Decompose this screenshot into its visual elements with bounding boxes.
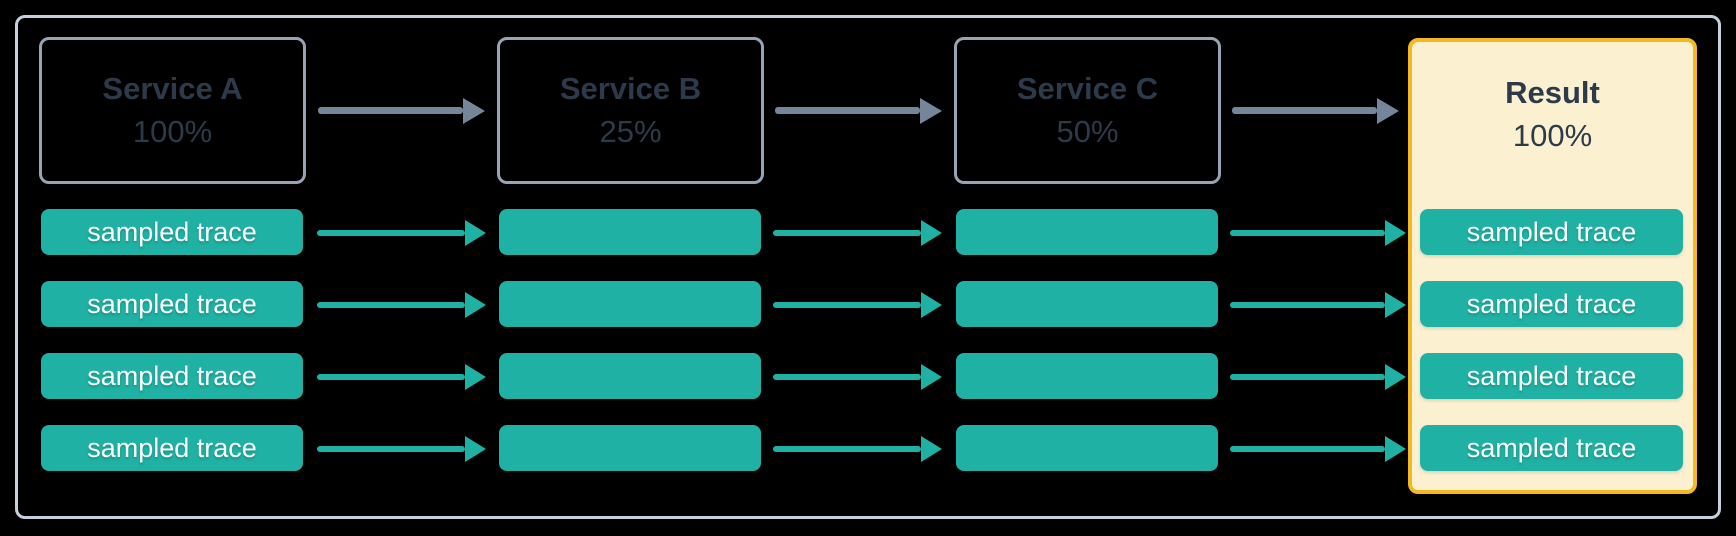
arrow-right-icon	[1230, 363, 1406, 390]
unlabeled-trace-pill	[956, 209, 1218, 255]
sampled-trace-pill: sampled trace	[41, 281, 303, 327]
service-c-sample-rate: 50%	[1056, 113, 1119, 149]
unlabeled-trace-pill	[956, 425, 1218, 471]
sampled-trace-pill: sampled trace	[1420, 281, 1683, 327]
service-b-label: Service B	[559, 70, 702, 106]
service-a-label: Service A	[102, 70, 243, 106]
arrow-right-icon	[773, 435, 942, 462]
unlabeled-trace-pill	[956, 281, 1218, 327]
service-a-sample-rate: 100%	[132, 113, 213, 149]
unlabeled-trace-pill	[499, 281, 761, 327]
result-header: Result 100%	[1412, 42, 1693, 187]
result-sample-rate: 100%	[1512, 117, 1593, 153]
arrow-right-icon	[317, 219, 486, 246]
arrow-right-icon	[1230, 291, 1406, 318]
unlabeled-trace-pill	[956, 353, 1218, 399]
unlabeled-trace-pill	[499, 353, 761, 399]
service-c-box: Service C 50%	[954, 37, 1221, 184]
arrow-right-icon	[773, 219, 942, 246]
service-a-box: Service A 100%	[39, 37, 306, 184]
unlabeled-trace-pill	[499, 209, 761, 255]
arrow-right-icon	[1230, 219, 1406, 246]
sampled-trace-pill: sampled trace	[1420, 209, 1683, 255]
sampled-trace-pill: sampled trace	[41, 425, 303, 471]
arrow-right-icon	[773, 291, 942, 318]
arrow-right-icon	[775, 97, 942, 124]
unlabeled-trace-pill	[499, 425, 761, 471]
result-label: Result	[1505, 74, 1600, 110]
arrow-right-icon	[1230, 435, 1406, 462]
diagram-frame	[15, 15, 1721, 519]
arrow-right-icon	[773, 363, 942, 390]
result-box: Result 100%	[1408, 38, 1697, 494]
arrow-right-icon	[1232, 97, 1399, 124]
arrow-right-icon	[317, 435, 486, 462]
sampled-trace-pill: sampled trace	[1420, 425, 1683, 471]
arrow-right-icon	[317, 291, 486, 318]
arrow-right-icon	[318, 97, 485, 124]
sampled-trace-pill: sampled trace	[41, 353, 303, 399]
sampled-trace-pill: sampled trace	[1420, 353, 1683, 399]
arrow-right-icon	[317, 363, 486, 390]
service-b-sample-rate: 25%	[599, 113, 662, 149]
sampled-trace-pill: sampled trace	[41, 209, 303, 255]
service-b-box: Service B 25%	[497, 37, 764, 184]
service-c-label: Service C	[1016, 70, 1159, 106]
